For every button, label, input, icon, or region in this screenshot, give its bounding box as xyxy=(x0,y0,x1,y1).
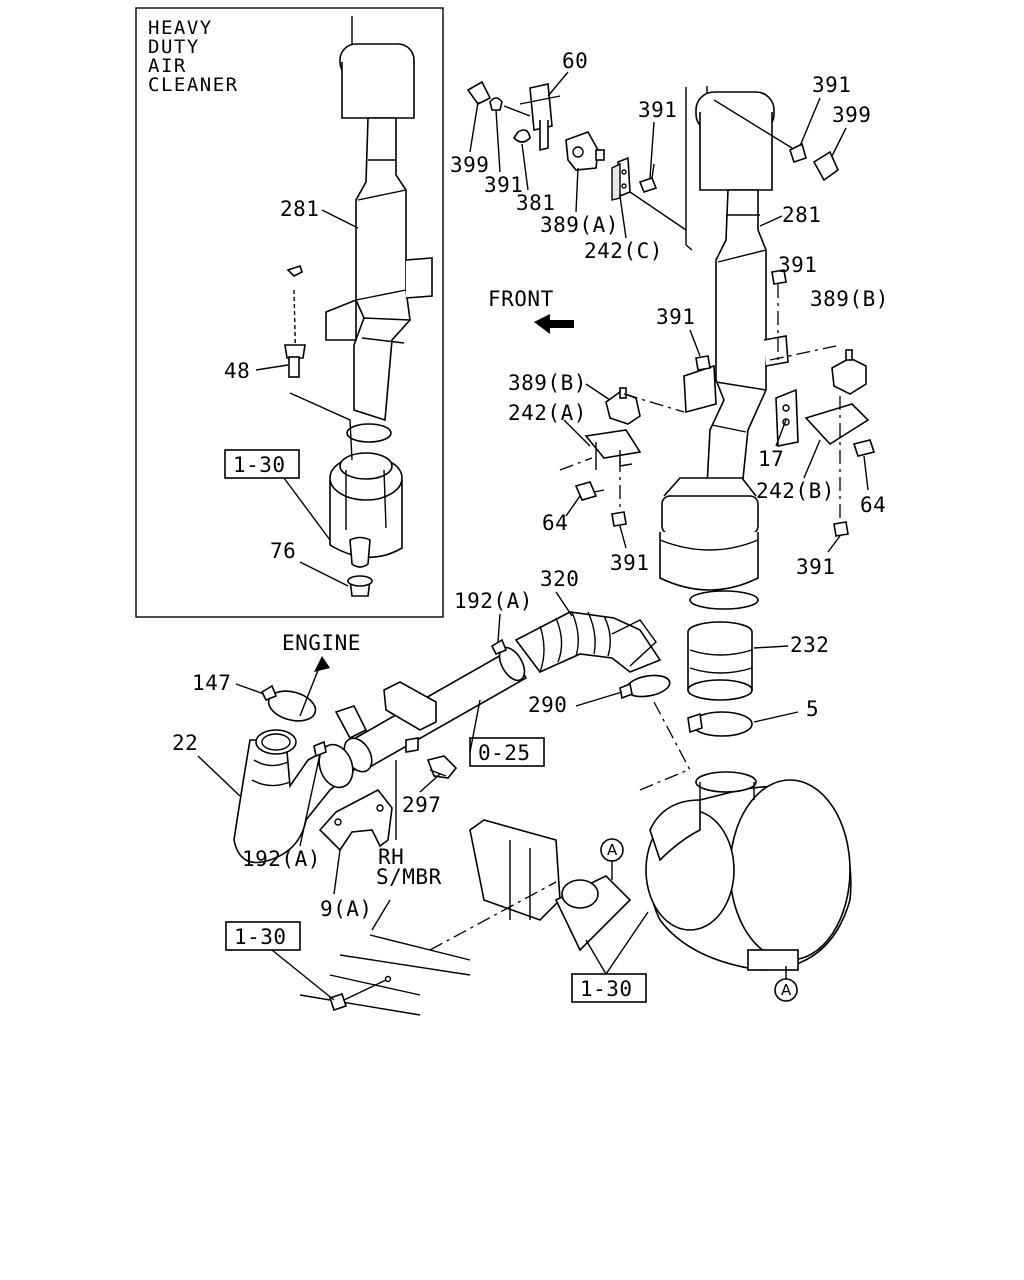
label-64-right: 64 xyxy=(860,493,886,517)
label-60: 60 xyxy=(562,49,588,73)
label-399-left: 399 xyxy=(450,153,489,177)
mount-389b-left xyxy=(559,387,685,527)
label-front: FRONT xyxy=(488,287,554,311)
label-242c: 242(C) xyxy=(584,239,663,263)
ref-inset-text: 1-30 xyxy=(233,453,286,477)
chassis-bracket xyxy=(469,819,632,952)
front-arrow-icon xyxy=(534,314,574,334)
label-9a: 9(A) xyxy=(320,897,373,921)
label-s-mbr: S/MBR xyxy=(376,865,442,889)
part-labels: 60 391 391 399 399 391 381 389(A) 242(C)… xyxy=(172,49,889,1003)
snorkel-duct-inset xyxy=(325,16,433,443)
label-391-mid-right: 391 xyxy=(778,253,817,277)
air-cleaner-inset xyxy=(284,264,403,597)
reference-circle-a-upper xyxy=(600,838,624,862)
inset-title-line-3: AIR xyxy=(148,55,187,77)
snorkel-duct-main xyxy=(683,86,789,509)
label-242a: 242(A) xyxy=(508,401,587,425)
heavy-duty-inset: HEAVY DUTY AIR CLEANER xyxy=(135,7,444,618)
label-391-mid-left: 391 xyxy=(656,305,695,329)
ref-box-bottom xyxy=(571,973,647,1003)
label-320: 320 xyxy=(540,567,579,591)
label-22: 22 xyxy=(172,731,198,755)
inset-title-line-2: DUTY xyxy=(148,36,200,58)
label-5: 5 xyxy=(806,697,819,721)
label-192a-bottom: 192(A) xyxy=(242,847,321,871)
label-399-right: 399 xyxy=(832,103,871,127)
ref-left-text: 1-30 xyxy=(234,925,287,949)
bracket-60-group xyxy=(466,80,839,182)
label-389b-right: 389(B) xyxy=(810,287,889,311)
label-engine: ENGINE xyxy=(282,631,361,655)
ref-box-0-25 xyxy=(469,737,545,767)
label-391-top-right: 391 xyxy=(812,73,851,97)
air-cleaner-body-upper xyxy=(659,477,759,610)
label-232: 232 xyxy=(790,633,829,657)
label-147: 147 xyxy=(192,671,231,695)
inset-title-line-1: HEAVY xyxy=(148,17,213,39)
label-281-main: 281 xyxy=(782,203,821,227)
intake-pipe-assembly xyxy=(233,611,671,864)
label-381: 381 xyxy=(516,191,555,215)
label-17: 17 xyxy=(758,447,784,471)
label-281-inset: 281 xyxy=(280,197,319,221)
label-64-left: 64 xyxy=(542,511,568,535)
chassis-frame-lines xyxy=(299,881,557,1016)
circle-a-lower-text: A xyxy=(781,981,792,999)
engine-arrow-icon xyxy=(314,656,330,672)
label-290: 290 xyxy=(528,693,567,717)
inset-title-line-4: CLEANER xyxy=(148,74,239,96)
label-389a: 389(A) xyxy=(540,213,619,237)
circle-a-upper-text: A xyxy=(607,841,618,859)
label-242b: 242(B) xyxy=(756,479,835,503)
ref-0-25-text: 0-25 xyxy=(478,741,531,765)
hose-232-and-clamp-5 xyxy=(687,621,753,737)
air-cleaner-body-lower xyxy=(639,701,852,971)
ref-bottom-text: 1-30 xyxy=(580,977,633,1001)
label-391-top-mid: 391 xyxy=(638,98,677,122)
label-rh: RH xyxy=(378,845,404,869)
label-389b-left: 389(B) xyxy=(508,371,587,395)
label-391-low-right: 391 xyxy=(796,555,835,579)
ref-box-inset xyxy=(224,449,300,479)
mount-389b-right xyxy=(695,269,876,537)
label-297: 297 xyxy=(402,793,441,817)
label-76: 76 xyxy=(270,539,296,563)
label-48: 48 xyxy=(224,359,250,383)
front-arrow-group xyxy=(534,314,574,334)
label-391-top-left: 391 xyxy=(484,173,523,197)
ref-box-left xyxy=(225,921,301,951)
label-391-low-left: 391 xyxy=(610,551,649,575)
label-192a-top: 192(A) xyxy=(454,589,533,613)
